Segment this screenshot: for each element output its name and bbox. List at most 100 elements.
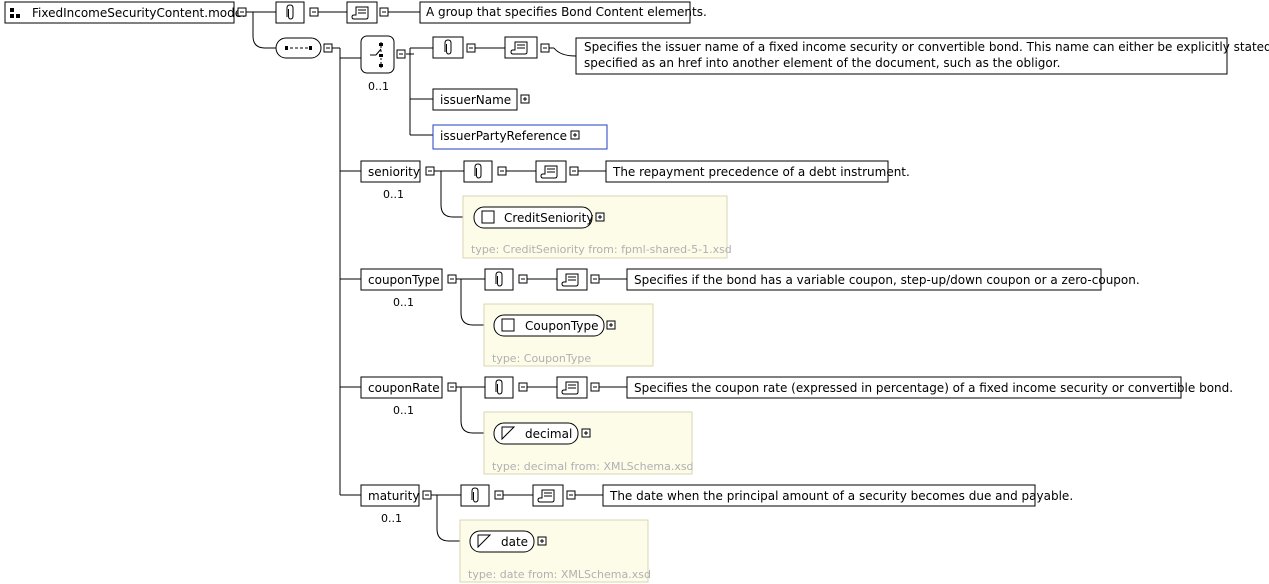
coupon-rate-type-expand-toggle[interactable] xyxy=(581,428,591,438)
paperclip-icon xyxy=(471,487,479,503)
element-maturity[interactable]: maturity xyxy=(360,484,420,507)
svg-text:couponRate: couponRate xyxy=(368,381,440,395)
scroll-icon xyxy=(351,6,369,20)
choice-collapse-toggle[interactable] xyxy=(396,49,406,59)
seniority-type-expand-toggle[interactable] xyxy=(595,212,605,222)
paperclip-icon xyxy=(474,163,482,179)
svg-text:maturity: maturity xyxy=(368,489,419,503)
svg-text:seniority: seniority xyxy=(368,165,420,179)
coupon-rate-annotation-toggle[interactable] xyxy=(518,382,528,392)
coupon-type-documentation-toggle[interactable] xyxy=(590,274,600,284)
triangle-icon xyxy=(477,534,492,549)
square-icon xyxy=(501,318,515,332)
root-documentation-text: A group that specifies Bond Content elem… xyxy=(419,1,707,24)
choice-node[interactable] xyxy=(360,35,395,74)
coupon-rate-collapse-toggle[interactable] xyxy=(447,382,457,392)
maturity-annotation-node[interactable] xyxy=(460,484,490,507)
maturity-cardinality: 0..1 xyxy=(381,512,402,525)
choice-icon xyxy=(370,42,383,68)
seniority-annotation-node[interactable] xyxy=(463,160,493,183)
element-coupon-rate[interactable]: couponRate xyxy=(360,376,443,399)
group-icon xyxy=(10,8,20,18)
coupon-type-type-node[interactable]: CouponType xyxy=(493,314,605,337)
paperclip-icon xyxy=(495,379,503,395)
seniority-type-node[interactable]: CreditSeniority xyxy=(473,206,593,229)
svg-text:date: date xyxy=(501,535,528,549)
maturity-documentation-node[interactable] xyxy=(532,484,564,507)
coupon-rate-documentation-node[interactable] xyxy=(556,376,588,399)
svg-text:specified as an href into anot: specified as an href into another elemen… xyxy=(584,56,1060,70)
svg-text:CouponType: CouponType xyxy=(525,319,598,333)
svg-text:Specifies if the bond has a va: Specifies if the bond has a variable cou… xyxy=(634,273,1140,287)
root-annotation-node[interactable] xyxy=(275,1,305,24)
scroll-icon xyxy=(561,381,579,395)
maturity-documentation-toggle[interactable] xyxy=(566,490,576,500)
element-issuer-party-reference-expand-toggle[interactable] xyxy=(570,130,580,140)
svg-text:type: CouponType: type: CouponType xyxy=(492,352,591,365)
element-coupon-type[interactable]: couponType xyxy=(360,268,443,291)
svg-text:issuerPartyReference: issuerPartyReference xyxy=(440,129,567,143)
root-documentation-toggle[interactable] xyxy=(379,7,389,17)
scroll-icon xyxy=(510,41,528,55)
maturity-type-node[interactable]: date xyxy=(469,530,535,553)
paperclip-icon xyxy=(495,271,503,287)
choice-annotation-node[interactable] xyxy=(432,36,464,59)
coupon-type-collapse-toggle[interactable] xyxy=(447,274,457,284)
choice-documentation-text: Specifies the issuer name of a fixed inc… xyxy=(575,37,1269,75)
seniority-annotation-toggle[interactable] xyxy=(497,166,507,176)
svg-text:CreditSeniority: CreditSeniority xyxy=(504,211,593,225)
svg-text:The date when the principal am: The date when the principal amount of a … xyxy=(609,489,1073,503)
coupon-type-annotation-toggle[interactable] xyxy=(518,274,528,284)
seniority-documentation-text: The repayment precedence of a debt instr… xyxy=(605,160,910,183)
coupon-rate-annotation-node[interactable] xyxy=(484,376,514,399)
choice-annotation-toggle[interactable] xyxy=(466,43,476,53)
svg-text:Specifies the issuer name of a: Specifies the issuer name of a fixed inc… xyxy=(584,40,1269,54)
svg-text:The repayment precedence of a: The repayment precedence of a debt instr… xyxy=(612,165,910,179)
svg-text:A group that specifies Bond Co: A group that specifies Bond Content elem… xyxy=(426,5,707,19)
root-documentation-node[interactable] xyxy=(346,1,378,24)
svg-text:couponType: couponType xyxy=(368,273,440,287)
coupon-rate-documentation-text: Specifies the coupon rate (expressed in … xyxy=(626,376,1233,399)
choice-documentation-toggle[interactable] xyxy=(540,43,550,53)
maturity-documentation-text: The date when the principal amount of a … xyxy=(602,484,1073,507)
svg-text:issuerName: issuerName xyxy=(440,93,511,107)
sequence-icon xyxy=(285,46,312,50)
scroll-icon xyxy=(540,165,558,179)
choice-documentation-node[interactable] xyxy=(504,36,538,59)
coupon-rate-documentation-toggle[interactable] xyxy=(590,382,600,392)
scroll-icon xyxy=(561,273,579,287)
coupon-type-documentation-node[interactable] xyxy=(556,268,588,291)
choice-cardinality: 0..1 xyxy=(368,80,389,93)
seniority-cardinality: 0..1 xyxy=(383,188,404,201)
maturity-collapse-toggle[interactable] xyxy=(422,490,432,500)
coupon-type-documentation-text: Specifies if the bond has a variable cou… xyxy=(626,268,1140,291)
connector-lines xyxy=(246,11,627,542)
coupon-rate-cardinality: 0..1 xyxy=(393,404,414,417)
root-group-label: FixedIncomeSecurityContent.model xyxy=(32,6,245,20)
svg-text:Specifies the coupon rate (exp: Specifies the coupon rate (expressed in … xyxy=(634,381,1233,395)
seniority-documentation-toggle[interactable] xyxy=(569,166,579,176)
paperclip-icon xyxy=(286,4,294,20)
maturity-annotation-toggle[interactable] xyxy=(494,490,504,500)
element-issuer-party-reference[interactable]: issuerPartyReference xyxy=(432,124,608,150)
coupon-rate-type-node[interactable]: decimal xyxy=(493,422,579,445)
element-issuer-name[interactable]: issuerName xyxy=(432,88,518,111)
sequence-collapse-toggle[interactable] xyxy=(323,43,333,53)
root-group-node[interactable]: FixedIncomeSecurityContent.model xyxy=(4,1,245,24)
seniority-documentation-node[interactable] xyxy=(535,160,567,183)
coupon-type-type-expand-toggle[interactable] xyxy=(606,320,616,330)
square-icon xyxy=(481,210,495,224)
element-seniority[interactable]: seniority xyxy=(360,160,421,183)
scroll-icon xyxy=(537,489,555,503)
root-collapse-toggle[interactable] xyxy=(237,7,247,17)
coupon-type-annotation-node[interactable] xyxy=(484,268,514,291)
maturity-type-expand-toggle[interactable] xyxy=(537,536,547,546)
element-issuer-name-expand-toggle[interactable] xyxy=(520,94,530,104)
svg-text:type: date from: XMLSchema.xsd: type: date from: XMLSchema.xsd xyxy=(468,568,651,581)
svg-text:decimal: decimal xyxy=(525,427,572,441)
seniority-collapse-toggle[interactable] xyxy=(425,166,435,176)
paperclip-icon xyxy=(444,39,452,55)
sequence-node[interactable] xyxy=(275,37,322,59)
coupon-type-cardinality: 0..1 xyxy=(393,296,414,309)
root-annotation-toggle[interactable] xyxy=(309,7,319,17)
